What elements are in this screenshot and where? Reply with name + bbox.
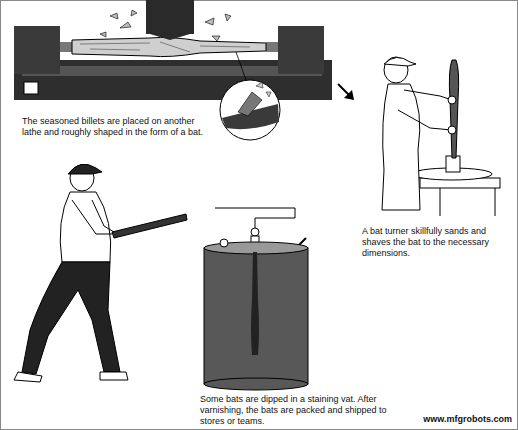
step-arrow [338, 84, 354, 100]
step-caption: A bat turner skillfully sands and shaves… [362, 226, 512, 259]
baseball [220, 239, 228, 247]
staining-vat [204, 208, 308, 390]
lathe [14, 0, 332, 100]
batter-figure [14, 164, 187, 382]
zoom-detail [220, 52, 280, 140]
watermark: www.mfgrobots.com [380, 414, 512, 425]
step-caption: The seasoned billets are placed on anoth… [22, 116, 210, 138]
step-caption: Some bats are dipped in a staining vat. … [200, 394, 400, 427]
bat-turner-figure [382, 57, 500, 216]
